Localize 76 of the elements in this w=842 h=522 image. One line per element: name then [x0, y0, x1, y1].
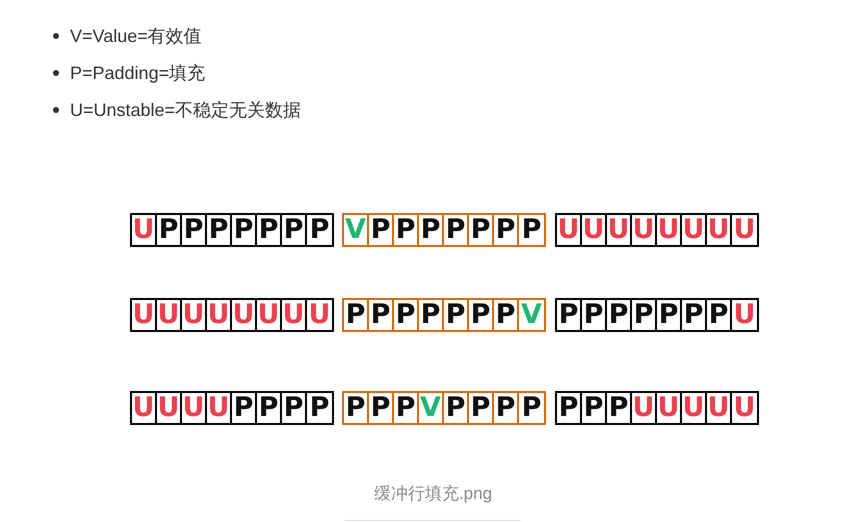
cell-letter: U [657, 215, 682, 245]
cell-letter: U [682, 393, 707, 423]
cell-letter: U [157, 393, 182, 423]
cell-letter: V [520, 300, 543, 330]
cell-letter: P [557, 300, 582, 330]
cell-letter: U [232, 300, 257, 330]
cell-letter: U [157, 300, 182, 330]
cell-letter: P [444, 300, 469, 330]
cell-letter: U [132, 215, 157, 245]
cell-letter: U [632, 215, 657, 245]
cell-letter: P [682, 300, 707, 330]
cell-letter: U [182, 300, 207, 330]
cell-letter: P [257, 215, 282, 245]
cell-letter: U [732, 393, 756, 423]
cell-letter: U [582, 215, 607, 245]
cell-letter: P [494, 300, 519, 330]
cell-letter: P [707, 300, 732, 330]
cell-letter: U [707, 393, 732, 423]
cell-letter: P [257, 393, 282, 423]
cell-letter: P [419, 215, 444, 245]
cell-letter: P [394, 300, 419, 330]
cell-letter: U [132, 393, 157, 423]
cell-letter: P [207, 215, 232, 245]
cell-letter: P [494, 215, 519, 245]
cell-letter: P [582, 393, 607, 423]
cell-letter: P [282, 393, 307, 423]
cell-letter: P [282, 215, 307, 245]
cell-letter: P [607, 393, 632, 423]
cell-letter: P [469, 215, 494, 245]
cell-letter: P [632, 300, 657, 330]
cell-letter: U [182, 393, 207, 423]
cell-letter: P [369, 215, 394, 245]
cell-letter: U [207, 300, 232, 330]
cell-letter: U [607, 215, 632, 245]
cell-letter: P [369, 300, 394, 330]
cell-letter: U [682, 215, 707, 245]
cell-letter: V [344, 215, 369, 245]
legend-item: V=Value=有效值 [70, 25, 202, 48]
cell-letter: V [419, 393, 444, 423]
cell-letter: P [394, 393, 419, 423]
cell-letter: U [308, 300, 332, 330]
cell-letter: P [469, 393, 494, 423]
cell-letter: U [732, 215, 756, 245]
cell-letter: P [520, 215, 542, 245]
cell-letter: P [344, 300, 369, 330]
cell-letter: U [557, 215, 582, 245]
cell-letter: U [707, 215, 732, 245]
cell-letter: P [444, 393, 469, 423]
cell-letter: P [469, 300, 494, 330]
cell-letter: U [732, 300, 756, 330]
cell-letter: P [232, 393, 257, 423]
cell-letter: P [557, 393, 582, 423]
cell-letter: U [657, 393, 682, 423]
cell-letter: P [520, 393, 542, 423]
cell-letter: U [207, 393, 232, 423]
cell-letter: P [157, 215, 182, 245]
cell-letter: P [419, 300, 444, 330]
cell-letter: P [607, 300, 632, 330]
cell-letter: P [232, 215, 257, 245]
cell-letter: P [494, 393, 519, 423]
cell-letter: P [369, 393, 394, 423]
cell-letter: P [308, 393, 330, 423]
cell-letter: P [444, 215, 469, 245]
cell-letter: U [632, 393, 657, 423]
cell-letter: P [394, 215, 419, 245]
image-caption: 缓冲行填充.png [372, 483, 494, 505]
cell-letter: P [308, 215, 330, 245]
cell-letter: U [132, 300, 157, 330]
cell-letter: U [257, 300, 282, 330]
cell-letter: P [582, 300, 607, 330]
cell-letter: U [282, 300, 307, 330]
cell-letter: P [182, 215, 207, 245]
legend-item: U=Unstable=不稳定无关数据 [70, 99, 302, 122]
cell-letter: P [657, 300, 682, 330]
cell-letter: P [344, 393, 369, 423]
legend-item: P=Padding=填充 [70, 62, 206, 85]
